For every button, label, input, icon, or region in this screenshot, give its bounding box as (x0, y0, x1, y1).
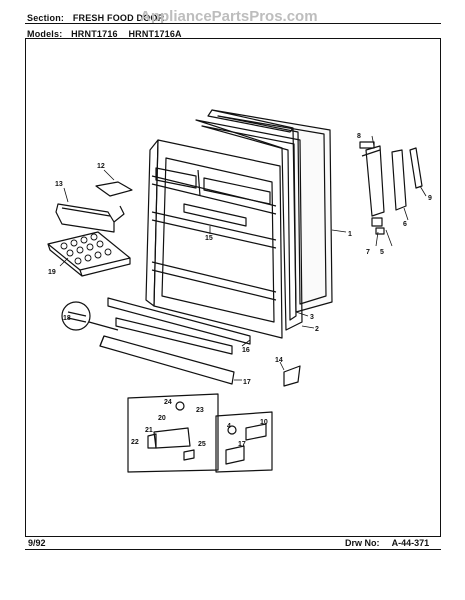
callout-20: 20 (158, 415, 166, 422)
drawing-number-label: Drw No: (345, 538, 380, 548)
callout-7: 7 (366, 249, 370, 256)
callout-22: 22 (131, 439, 139, 446)
drawing-frame (25, 38, 441, 537)
section-header: Section: FRESH FOOD DOOR (27, 13, 172, 23)
dairy-compartment (55, 203, 125, 233)
callout-10: 10 (260, 419, 268, 426)
drawing-number: A-44-371 (391, 538, 430, 548)
callout-14: 14 (275, 357, 283, 364)
door-rail-middle (115, 317, 233, 355)
door-shelf-bar (183, 203, 247, 227)
callout-19: 19 (48, 269, 56, 276)
model-number: HRNT1716A (128, 29, 182, 39)
header-divider (25, 23, 441, 24)
models-header: Models: HRNT1716 HRNT1716A (27, 29, 190, 39)
callout-2: 2 (315, 326, 319, 333)
callout-23: 23 (196, 407, 204, 414)
callout-16: 16 (242, 347, 250, 354)
callout-24: 24 (164, 399, 172, 406)
callout-12: 12 (97, 163, 105, 170)
outer-door-panel (207, 109, 333, 313)
hinge-kit-box-alt (215, 411, 273, 473)
hinge-parts (359, 141, 423, 235)
callout-13: 13 (55, 181, 63, 188)
door-rail-upper (107, 297, 251, 345)
watermark: AppliancePartsPros.com (140, 8, 318, 25)
callout-8: 8 (357, 133, 361, 140)
leader-lines (59, 135, 427, 381)
callout-17: 17 (243, 379, 251, 386)
dairy-door (95, 181, 133, 197)
callout-17-kit: 17 (238, 441, 246, 448)
callout-9: 9 (428, 195, 432, 202)
callout-1: 1 (348, 231, 352, 238)
door-gasket (195, 119, 303, 331)
handle-bracket (283, 365, 301, 387)
section-value: FRESH FOOD DOOR (72, 13, 165, 23)
callout-18: 18 (63, 315, 71, 322)
footer-divider (25, 549, 441, 550)
section-label: Section: (27, 13, 65, 23)
door-rail-lower (99, 335, 235, 385)
hinge-kit-box (127, 393, 219, 473)
inner-door-liner (145, 139, 283, 339)
revision-date: 9/92 (28, 538, 46, 548)
callout-5: 5 (380, 249, 384, 256)
callout-25: 25 (198, 441, 206, 448)
drawing-number-block: Drw No: A-44-371 (345, 538, 429, 548)
model-number: HRNT1716 (71, 29, 118, 39)
trim-detail-circle (61, 301, 119, 331)
egg-tray (47, 231, 131, 277)
models-label: Models: (27, 29, 63, 39)
callout-3: 3 (310, 314, 314, 321)
callout-15: 15 (205, 235, 213, 242)
callout-21: 21 (145, 427, 153, 434)
callout-6: 6 (403, 221, 407, 228)
callout-4: 4 (227, 423, 231, 430)
